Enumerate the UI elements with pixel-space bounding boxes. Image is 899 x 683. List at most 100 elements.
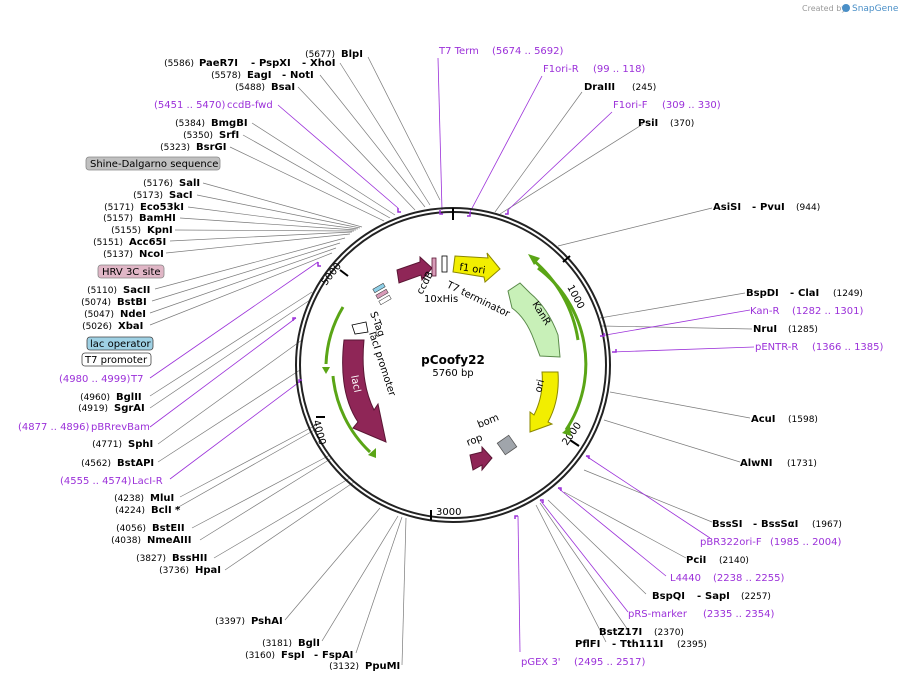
enzyme-bsshii: BssHII: [172, 553, 207, 564]
tick-5000: 5000: [320, 261, 344, 288]
enzyme-ncoi: NcoI: [139, 249, 164, 260]
enzyme-bsssi: BssSI: [712, 519, 742, 530]
enzyme-bgli: BglI: [298, 638, 320, 649]
svg-text:(5323): (5323): [160, 143, 190, 153]
svg-text:(5074): (5074): [81, 298, 111, 308]
svg-text:(944): (944): [796, 203, 820, 213]
svg-text:(5176): (5176): [143, 179, 173, 189]
enzyme-ppumi: PpuMI: [365, 661, 400, 672]
plasmid-size: 5760 bp: [432, 368, 473, 379]
feature-laci: lacI: [348, 374, 362, 393]
primer-prs-marker: pRS-marker: [628, 609, 688, 620]
enzyme-paer7i: PaeR7I: [199, 58, 238, 69]
enzyme-acc65i: Acc65I: [129, 237, 166, 248]
enzyme-pcii: PciI: [686, 555, 706, 566]
laci-arrow: [342, 339, 387, 443]
svg-text:(2370): (2370): [654, 628, 684, 638]
feature-f1-ori: f1 ori: [459, 262, 486, 277]
svg-text:(4238): (4238): [114, 494, 144, 504]
enzyme-bsai: BsaI: [271, 82, 295, 93]
svg-text:(5151): (5151): [93, 238, 123, 248]
svg-text:-: -: [251, 58, 255, 69]
boxed-labels: Shine-Dalgarno sequence HRV 3C site lac …: [81, 156, 221, 367]
enzyme-kpni: KpnI: [147, 225, 173, 236]
svg-text:(4980 .. 4999): (4980 .. 4999): [59, 374, 131, 385]
enzyme-pshai: PshAI: [251, 616, 283, 627]
enzyme-fspai: FspAI: [322, 650, 353, 661]
svg-text:-: -: [302, 58, 306, 69]
primer-pbr322ori-f: pBR322ori-F: [700, 537, 762, 548]
enzyme-eco53ki: Eco53kI: [140, 202, 184, 213]
enzyme-sali: SalI: [179, 178, 200, 189]
right-primer-labels: T7 Term (5674 .. 5692) F1ori-R (99 .. 11…: [438, 46, 884, 668]
primer-t7: T7: [130, 374, 143, 385]
credit-prefix: Created by: [802, 4, 846, 13]
svg-text:-: -: [612, 639, 616, 650]
svg-text:-: -: [790, 288, 794, 299]
svg-text:(5026): (5026): [82, 322, 112, 332]
primer-pbrrevbam: pBRrevBam: [91, 422, 150, 433]
tick-2000: 2000: [560, 421, 584, 448]
f1-ori-arrow: [452, 252, 501, 283]
enzyme-nmeaiii: NmeAIII: [147, 535, 191, 546]
tick-4000: 4000: [310, 419, 327, 446]
svg-text:(1731): (1731): [787, 459, 817, 469]
enzyme-sacii: SacII: [123, 285, 150, 296]
s-tag-cluster: [372, 282, 392, 306]
enzyme-bstz17i: BstZ17I: [599, 627, 642, 638]
enzyme-xhoi: XhoI: [310, 58, 335, 69]
svg-text:(5110): (5110): [87, 286, 117, 296]
svg-text:(4960): (4960): [80, 393, 110, 403]
svg-text:(3736): (3736): [159, 566, 189, 576]
enzyme-pspxi: PspXI: [259, 58, 291, 69]
svg-text:(4038): (4038): [111, 536, 141, 546]
enzyme-ndei: NdeI: [120, 309, 146, 320]
rop-arrow: [469, 445, 493, 472]
primer-laci-r: LacI-R: [132, 476, 163, 487]
svg-text:(5677): (5677): [305, 50, 335, 60]
svg-text:(5451 .. 5470): (5451 .. 5470): [154, 100, 226, 111]
credit-brand: SnapGene: [852, 4, 899, 14]
laci-promoter-box: [351, 321, 369, 335]
svg-text:(2257): (2257): [741, 592, 771, 602]
primer-pentr-r: pENTR-R: [755, 342, 798, 353]
svg-text:(5157): (5157): [103, 214, 133, 224]
box-shine-dalgarno: Shine-Dalgarno sequence: [90, 159, 218, 170]
svg-text:(5047): (5047): [84, 310, 114, 320]
svg-text:(5384): (5384): [175, 119, 205, 129]
ccdB-arrow: [396, 255, 433, 284]
svg-text:(4877 .. 4896): (4877 .. 4896): [18, 422, 90, 433]
enzyme-bamhi: BamHI: [139, 213, 176, 224]
svg-text:(2395): (2395): [677, 640, 707, 650]
snapgene-credit: Created by SnapGene: [802, 4, 899, 14]
his-tag-box: [431, 257, 437, 277]
right-enzyme-labels: DraIII (245) PsiI (370) AsiSI - PvuI (94…: [575, 82, 863, 650]
primer-lines: [149, 57, 755, 653]
svg-text:(4555 .. 4574): (4555 .. 4574): [60, 476, 132, 487]
svg-text:(4056): (4056): [116, 524, 146, 534]
enzyme-bstapi: BstAPI: [117, 458, 154, 469]
enzyme-pflfi: PflFI: [575, 639, 600, 650]
enzyme-bsrgi: BsrGI: [196, 142, 226, 153]
enzyme-sphi: SphI: [128, 439, 153, 450]
enzyme-sgrai: SgrAI: [114, 403, 145, 414]
svg-text:-: -: [282, 70, 286, 81]
enzyme-bcli: BclI *: [151, 505, 181, 516]
svg-text:-: -: [752, 202, 756, 213]
svg-text:(3160): (3160): [245, 651, 275, 661]
green-arcs: [324, 258, 588, 454]
enzyme-hpai: HpaI: [195, 565, 221, 576]
enzyme-tth111i: Tth111I: [620, 639, 663, 650]
tick-3000: 3000: [436, 507, 461, 518]
enzyme-sapi: SapI: [705, 591, 730, 602]
svg-text:(1282 .. 1301): (1282 .. 1301): [792, 306, 864, 317]
kanr-arrow: [507, 282, 561, 358]
enzyme-bsssai: BssSαI: [761, 519, 798, 530]
svg-text:(4224): (4224): [115, 506, 145, 516]
enzyme-eagi: EagI: [247, 70, 271, 81]
enzyme-bmgbi: BmgBI: [211, 118, 248, 129]
svg-text:(3827): (3827): [136, 554, 166, 564]
snapgene-logo-icon: [842, 4, 850, 12]
enzyme-draiii: DraIII: [584, 82, 615, 93]
svg-text:(1967): (1967): [812, 520, 842, 530]
